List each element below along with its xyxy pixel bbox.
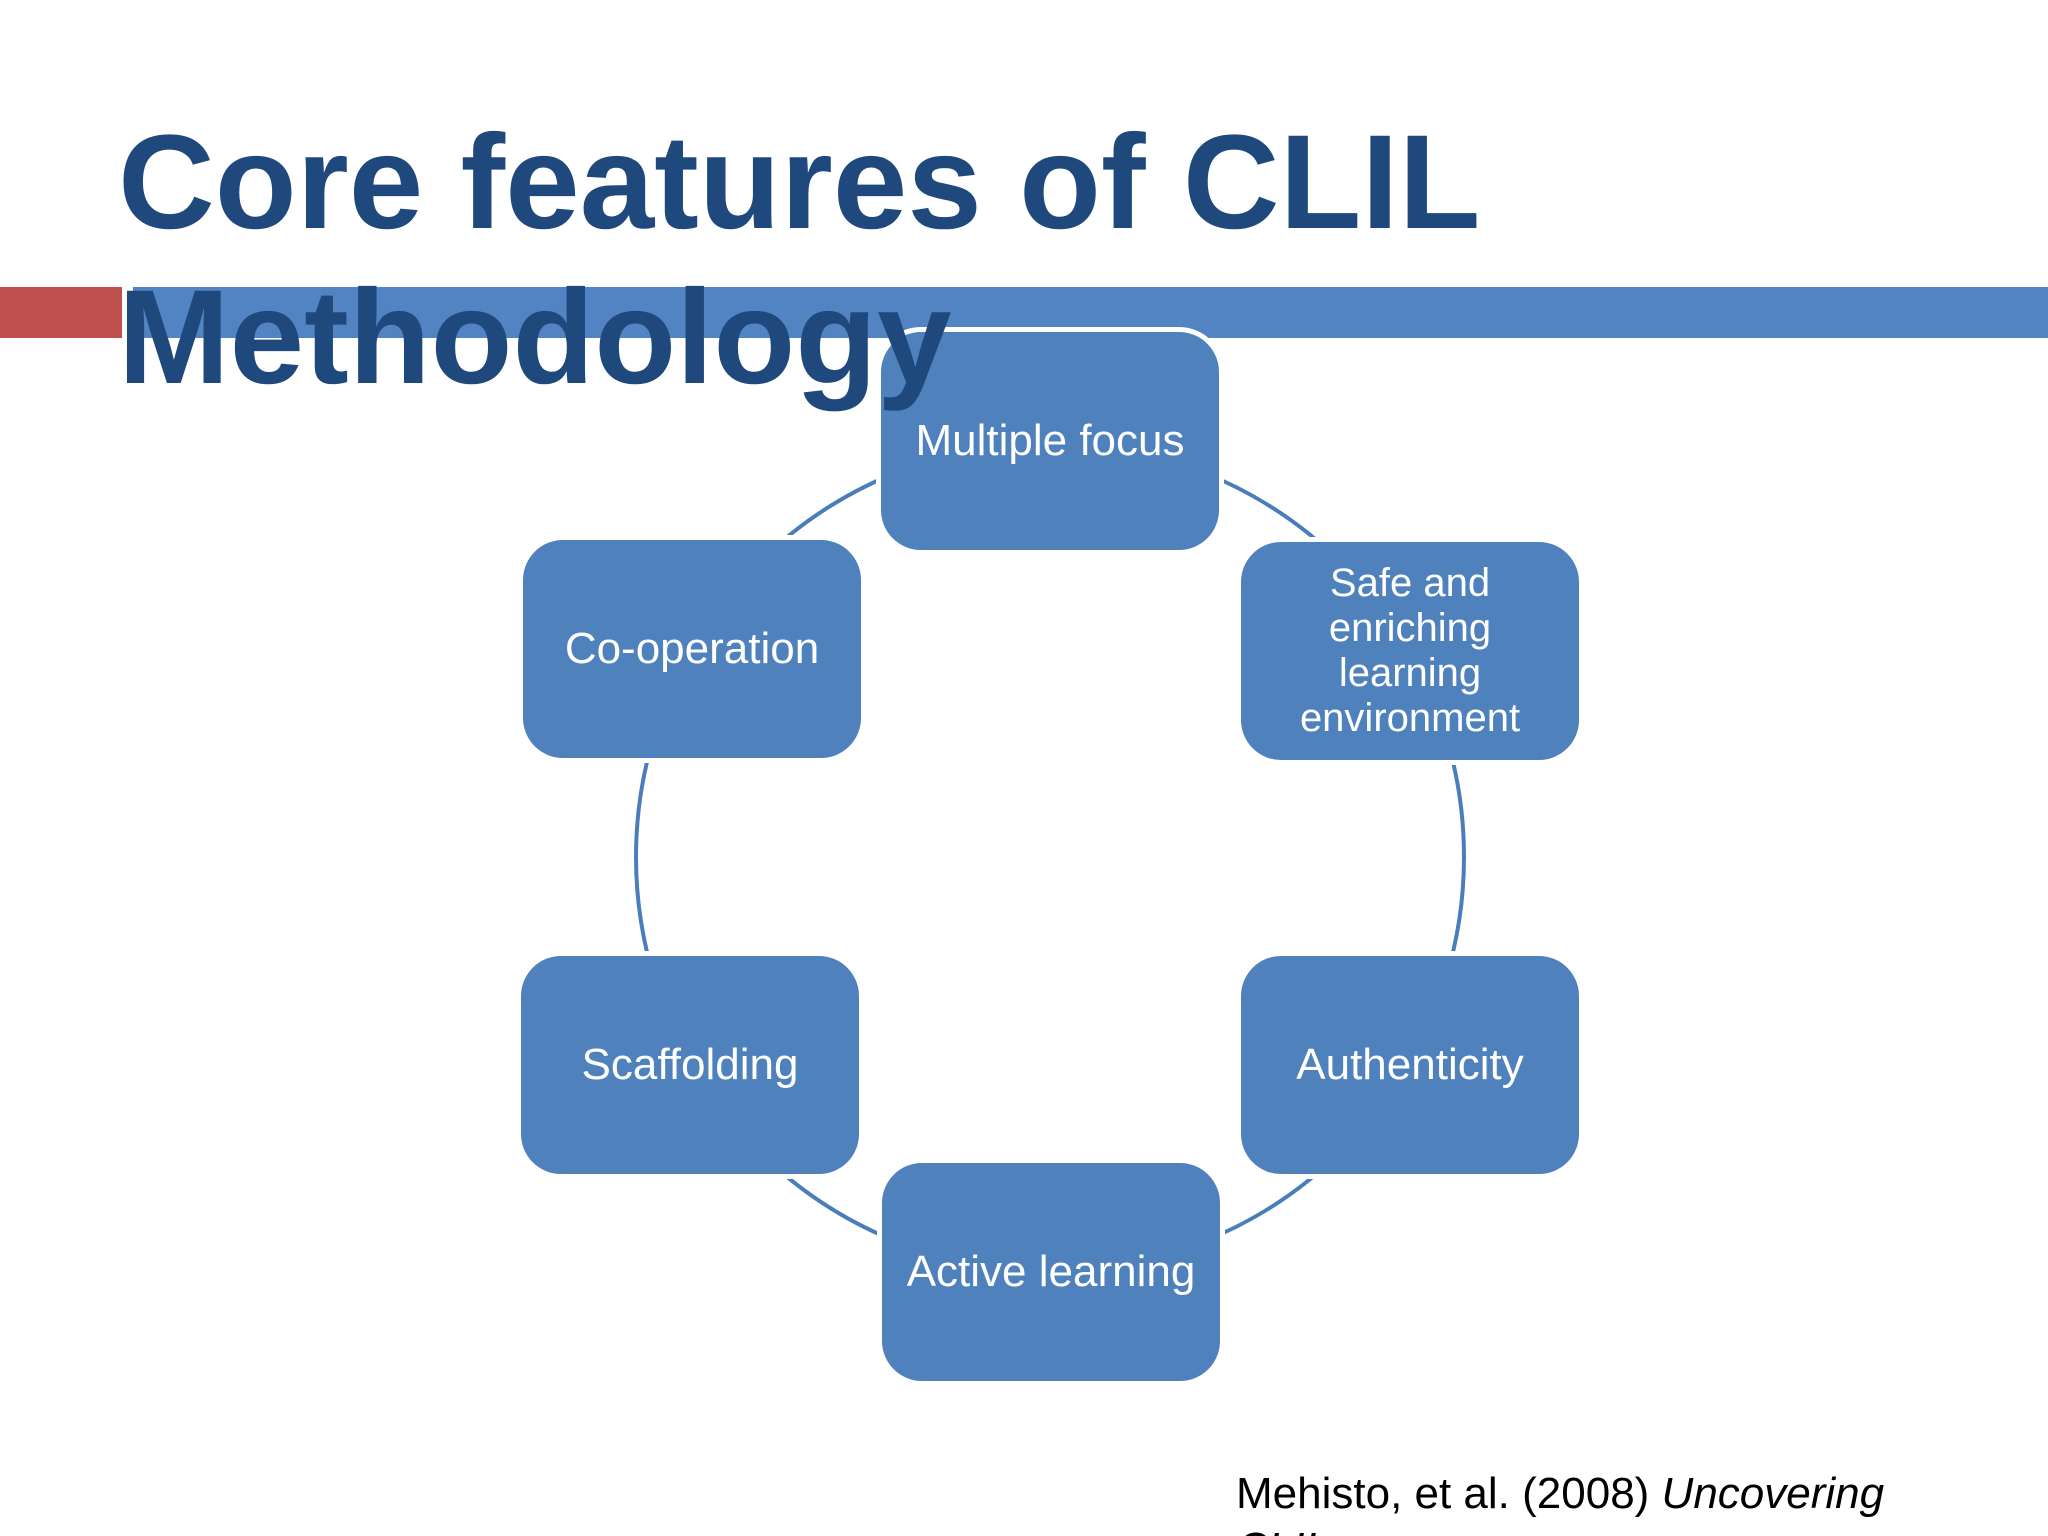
diagram-node-safe-environment: Safe and enriching learning environment: [1236, 537, 1584, 765]
diagram-node-cooperation: Co-operation: [518, 535, 866, 763]
diagram-node-multiple-focus: Multiple focus: [876, 327, 1224, 555]
node-label-active-learning: Active learning: [906, 1247, 1196, 1297]
citation-authors-year: Mehisto, et al. (2008): [1236, 1469, 1662, 1518]
node-label-scaffolding: Scaffolding: [581, 1040, 799, 1090]
node-label-cooperation: Co-operation: [564, 624, 820, 674]
diagram-node-scaffolding: Scaffolding: [516, 951, 864, 1179]
red-accent-bar: [0, 287, 122, 338]
citation-work-title: Uncovering CLIL: [1236, 1469, 1885, 1536]
node-label-safe-environment: Safe and enriching learning environment: [1299, 561, 1521, 740]
citation: Mehisto, et al. (2008) Uncovering CLIL: [1236, 1466, 1936, 1536]
diagram-node-authenticity: Authenticity: [1236, 951, 1584, 1179]
diagram-node-active-learning: Active learning: [877, 1158, 1225, 1386]
node-label-authenticity: Authenticity: [1296, 1040, 1524, 1090]
node-label-multiple-focus: Multiple focus: [915, 416, 1185, 466]
slide-title: Core features of CLIL Methodology: [118, 107, 1481, 413]
